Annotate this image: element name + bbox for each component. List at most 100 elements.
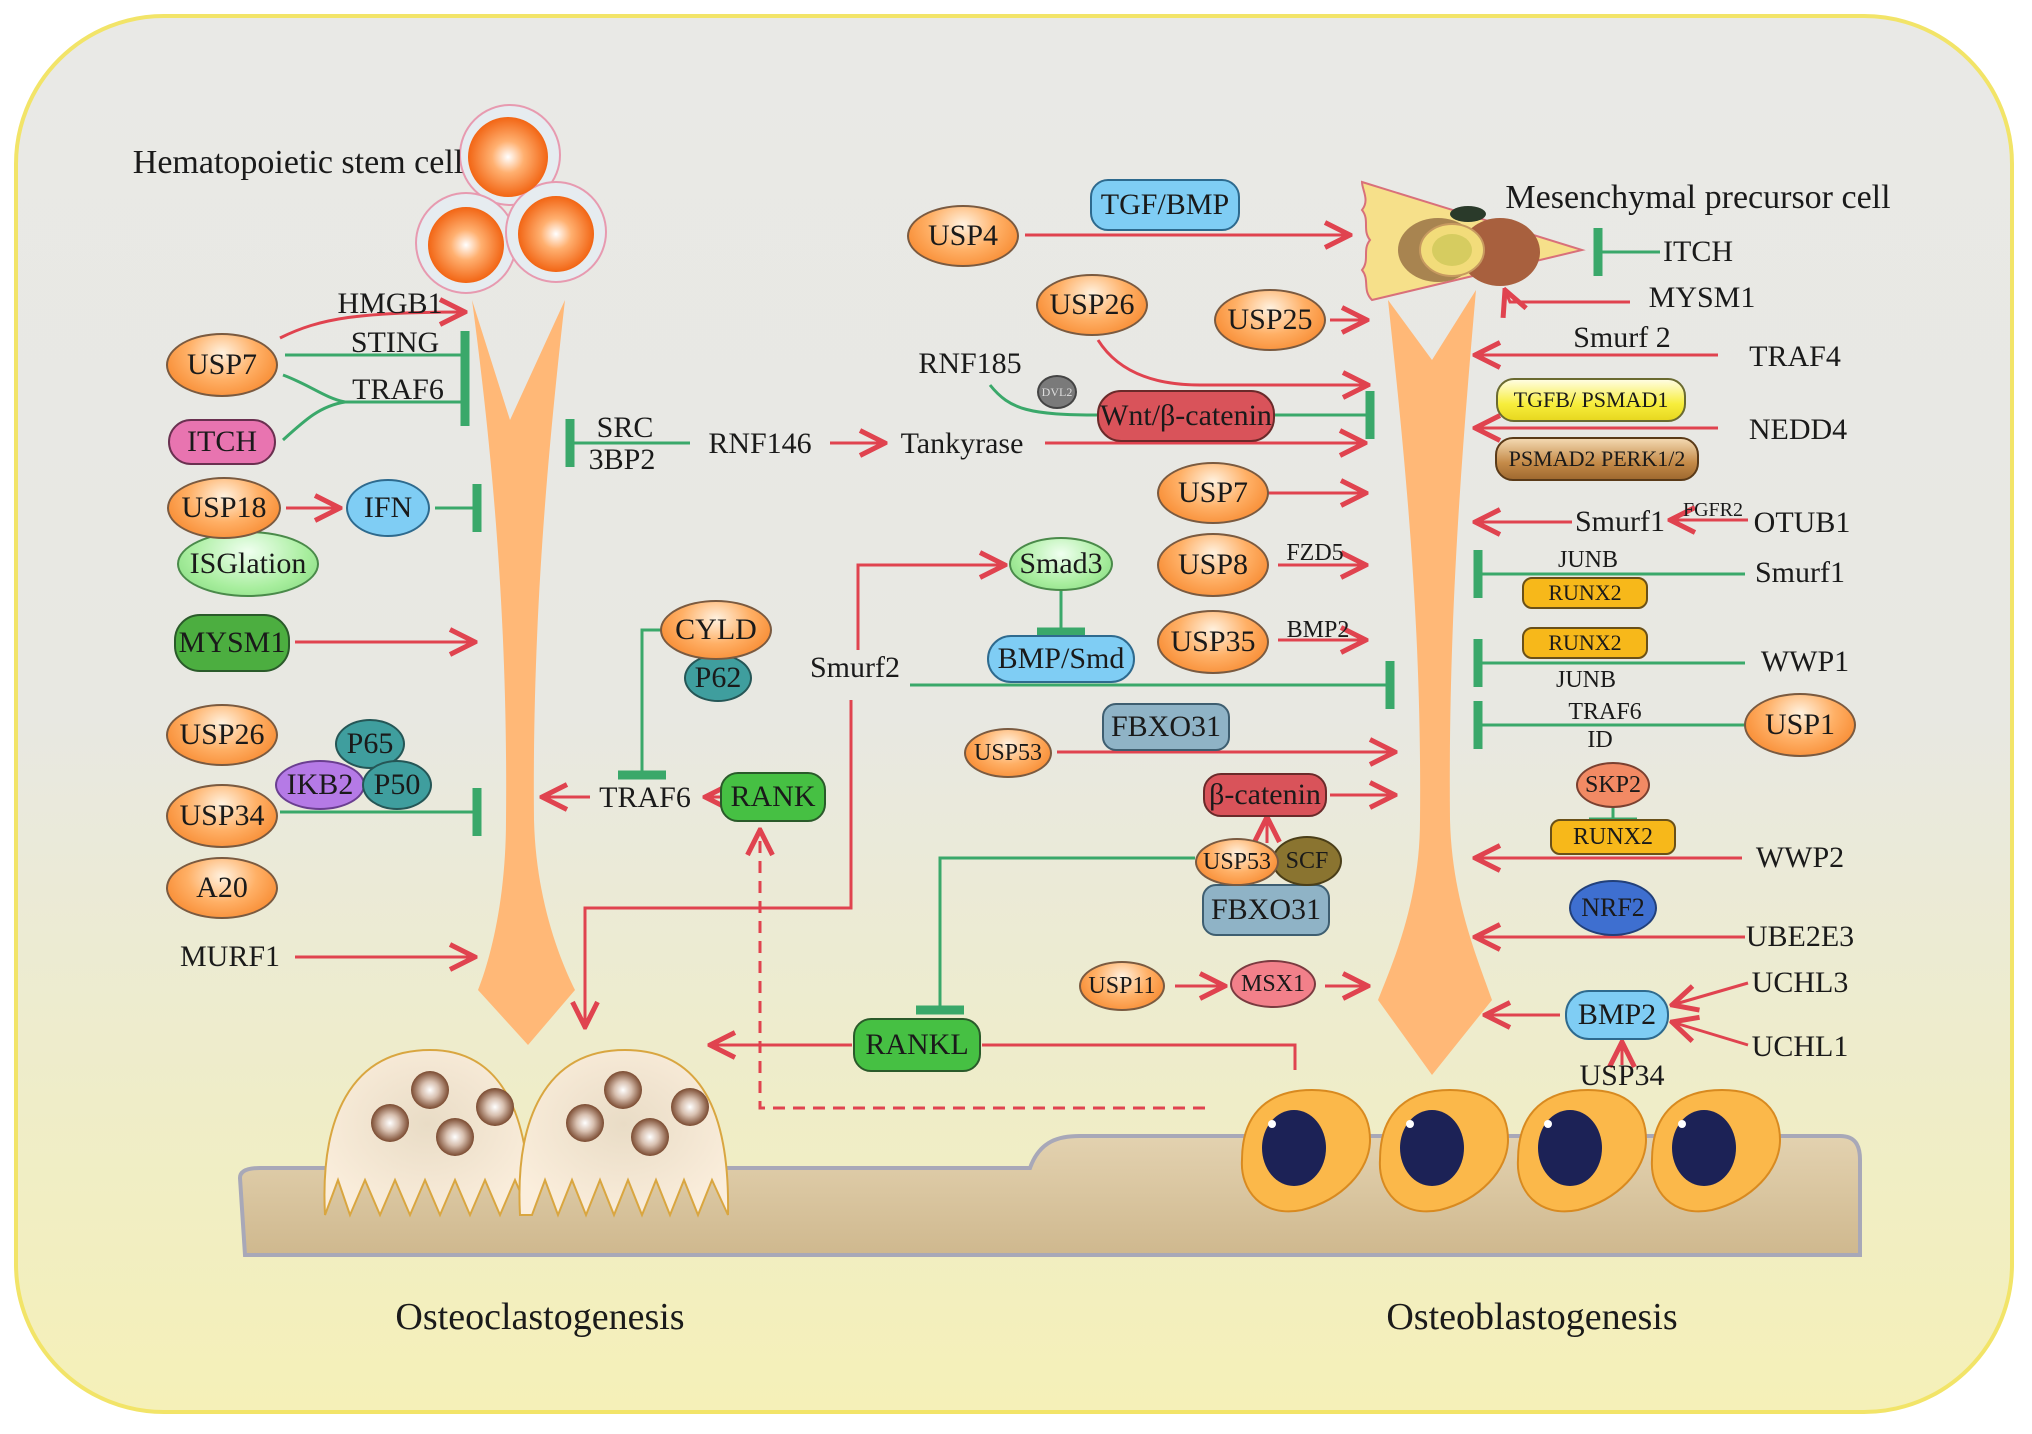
node-usp26-left[interactable]: USP26 [166,704,278,766]
label-smurf1-a: Smurf1 [1575,505,1665,538]
node-runx2-c[interactable]: RUNX2 [1550,819,1676,855]
label-usp34-right: USP34 [1579,1059,1665,1092]
node-usp53-top[interactable]: USP53 [964,728,1052,778]
node-runx2-b[interactable]: RUNX2 [1522,627,1648,659]
mesenchymal-precursor-cell-label: Mesenchymal precursor cell [1505,179,1891,216]
edge-smurf2-smad3 [856,565,1005,650]
label-uchl3: UCHL3 [1751,966,1849,999]
label-rnf185: RNF185 [918,347,1022,380]
node-usp35[interactable]: USP35 [1157,610,1269,674]
node-rankl[interactable]: RANKL [853,1018,981,1072]
node-usp11[interactable]: USP11 [1079,961,1165,1011]
edges-left [279,312,1395,1110]
label-traf6-top: TRAF6 [352,373,444,406]
node-usp25[interactable]: USP25 [1214,289,1326,351]
node-smad3[interactable]: Smad3 [1009,537,1113,591]
node-p50[interactable]: P50 [362,760,432,810]
label-nedd4: NEDD4 [1748,413,1848,446]
node-usp1[interactable]: USP1 [1744,693,1856,757]
label-src: SRC [596,411,654,444]
edges-right [988,235,1749,1065]
node-psmad2-perk[interactable]: PSMAD2 PERK1/2 [1495,437,1699,481]
edge-itch-traf6 [281,400,346,442]
node-tgfb-psmad1[interactable]: TGFB/ PSMAD1 [1496,378,1686,422]
node-p65[interactable]: P65 [335,719,405,769]
label-traf6-right: TRAF6 [1568,699,1642,725]
label-itch-right: ITCH [1663,235,1733,268]
node-usp18[interactable]: USP18 [167,477,281,539]
node-mysm1-left[interactable]: MYSM1 [174,614,290,672]
label-bmp2-usp35: BMP2 [1286,617,1350,643]
node-wnt-beta-catenin[interactable]: Wnt/β-catenin [1097,390,1275,442]
node-nrf2[interactable]: NRF2 [1569,880,1657,936]
node-dvl2[interactable]: DVL2 [1037,375,1077,409]
node-usp53-complex[interactable]: USP53 [1195,838,1279,886]
label-mysm1-right: MYSM1 [1648,281,1756,314]
osteoclastogenesis-label: Osteoclastogenesis [395,1296,685,1338]
label-fgfr2: FGFR2 [1682,499,1744,521]
osteoblast-icon [1240,1088,1782,1213]
edge-rankl-osteoblast [982,1043,1297,1070]
node-bmp-smd[interactable]: BMP/Smd [987,635,1135,683]
node-fbxo31-top[interactable]: FBXO31 [1102,703,1230,751]
osteoclast-icon [323,1048,730,1218]
label-smurf1-b: Smurf1 [1755,556,1845,589]
hematopoietic-stem-cell-label: Hematopoietic stem cell [132,144,464,181]
edge-dashed-rank [760,830,1205,1110]
label-sting: STING [350,326,440,359]
edge-usp7-hmgb1 [279,312,465,340]
node-itch-left[interactable]: ITCH [168,419,276,465]
label-ube2e3: UBE2E3 [1745,920,1855,953]
edge-usp53-rankl [916,856,1195,1015]
node-usp8[interactable]: USP8 [1157,533,1269,597]
edge-uchl3-bmp2 [1672,981,1749,1005]
edge-uchl1-bmp2 [1672,1022,1749,1047]
label-id: ID [1587,727,1613,753]
node-ikb2[interactable]: IKB2 [275,760,365,810]
node-a20[interactable]: A20 [166,857,278,919]
label-murf1: MURF1 [179,940,281,973]
node-cyld[interactable]: CYLD [660,600,772,660]
label-smurf2-right: Smurf 2 [1573,321,1671,354]
label-3bp2: 3BP2 [588,443,656,476]
edge-mysm1-right [1505,290,1630,302]
node-scf[interactable]: SCF [1272,836,1342,886]
hematopoietic-stem-cell-icon [415,104,607,294]
label-traf4: TRAF4 [1749,340,1841,373]
osteoblast-differentiation-funnel [1378,290,1492,1075]
label-wwp1: WWP1 [1760,645,1850,678]
node-usp34-left[interactable]: USP34 [166,784,278,848]
label-uchl1: UCHL1 [1751,1030,1849,1063]
node-usp4[interactable]: USP4 [907,205,1019,267]
mesenchymal-precursor-cell-icon [1360,180,1586,302]
label-junb-a: JUNB [1557,547,1619,573]
label-hmgb1: HMGB1 [337,287,443,320]
label-traf6-mid: TRAF6 [599,781,691,814]
label-junb-b: JUNB [1555,667,1617,693]
label-otub1: OTUB1 [1753,506,1851,539]
node-isglation[interactable]: ISGlation [177,531,319,597]
node-fbxo31-complex[interactable]: FBXO31 [1202,884,1330,936]
label-wwp2: WWP2 [1755,841,1845,874]
osteoclast-differentiation-funnel [472,300,575,1045]
label-smurf2-center: Smurf2 [810,651,900,684]
label-tankyrase: Tankyrase [900,427,1024,460]
node-usp7-center[interactable]: USP7 [1157,462,1269,524]
node-rank[interactable]: RANK [720,772,826,822]
edge-rnf185-wnt [988,384,1375,439]
edge-usp26-wnt [1096,339,1368,385]
node-msx1[interactable]: MSX1 [1230,960,1316,1008]
node-usp26-center[interactable]: USP26 [1036,274,1148,336]
label-rnf146: RNF146 [708,427,812,460]
node-skp2[interactable]: SKP2 [1576,762,1650,808]
node-bmp2-right[interactable]: BMP2 [1565,990,1669,1040]
node-ifn[interactable]: IFN [346,479,430,537]
label-fzd5: FZD5 [1286,540,1344,566]
node-runx2-a[interactable]: RUNX2 [1522,577,1648,609]
edge-cyld-traf6 [618,628,666,780]
node-p62[interactable]: P62 [684,654,752,702]
node-usp7-left[interactable]: USP7 [166,333,278,397]
node-beta-catenin[interactable]: β-catenin [1203,773,1327,817]
node-tgf-bmp[interactable]: TGF/BMP [1090,179,1240,231]
